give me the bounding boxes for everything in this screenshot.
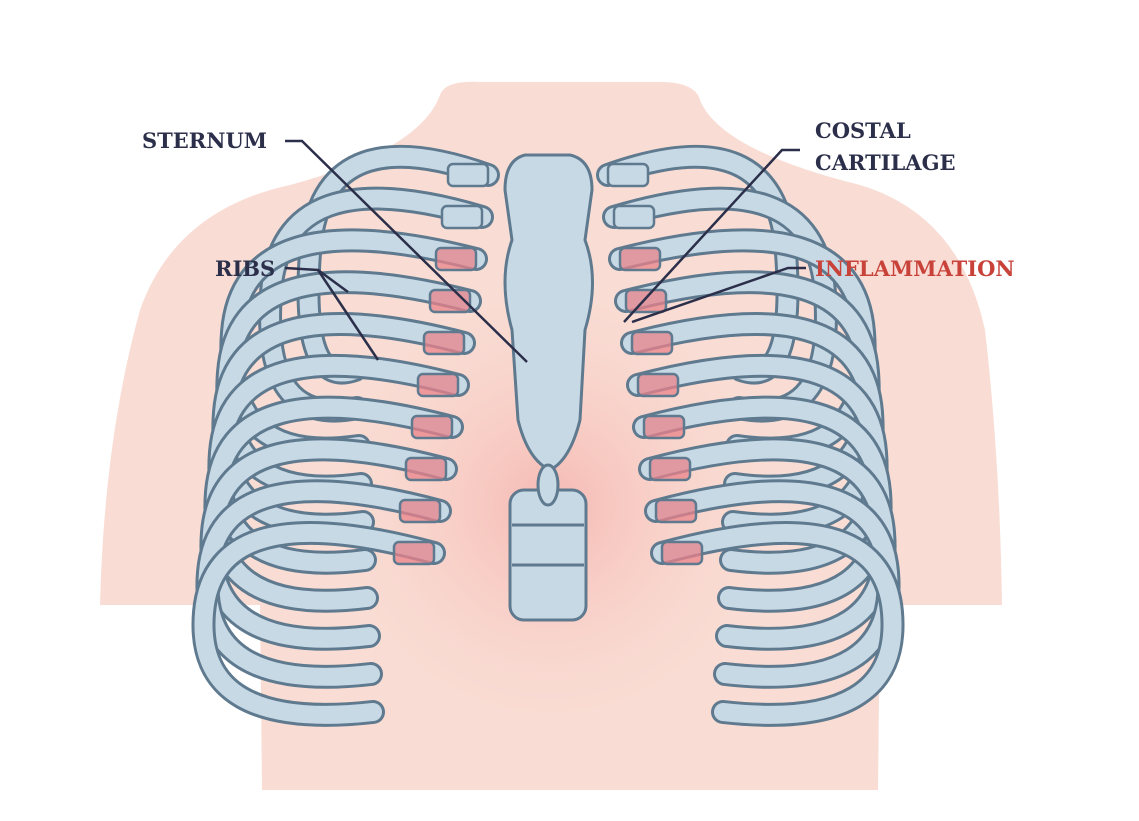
ribs-label: RIBS [215, 256, 275, 281]
costal-cartilage [618, 246, 662, 272]
costal-cartilage [636, 372, 680, 398]
costal-cartilage [410, 414, 454, 440]
rib [194, 523, 443, 724]
costal-cartilage [648, 456, 692, 482]
costal-cartilage [654, 498, 698, 524]
ribs-group [191, 144, 905, 727]
inflammation-label: INFLAMMATION [815, 256, 1015, 281]
costal-cartilage [624, 288, 668, 314]
leader-lines [284, 139, 806, 363]
costal-cartilage [440, 204, 484, 230]
costal-cartilage [398, 498, 442, 524]
inflammation-leader-line [631, 266, 806, 324]
sternum-label: STERNUM [142, 128, 267, 153]
rib [653, 523, 902, 724]
costal-cartilage-label-line1: COSTAL [815, 118, 911, 143]
sternum-leader-line [285, 139, 528, 363]
costal-cartilage [630, 330, 674, 356]
costal-cartilage [612, 204, 656, 230]
costal-cartilage [446, 162, 490, 188]
costal-cartilage [416, 372, 460, 398]
costal-cartilage [392, 540, 436, 566]
costal-cartilage-group [392, 162, 704, 566]
costal-cartilage [660, 540, 704, 566]
costal-cartilage-leader-line [623, 148, 800, 323]
costal-cartilage [606, 162, 650, 188]
spine [508, 488, 588, 622]
costal-cartilage [434, 246, 478, 272]
costal-cartilage-label-line2: CARTILAGE [815, 150, 956, 175]
ribs-leader-line-2 [316, 269, 380, 361]
costal-cartilage [404, 456, 448, 482]
costal-cartilage [422, 330, 466, 356]
sternum [503, 153, 594, 507]
costal-cartilage [642, 414, 686, 440]
